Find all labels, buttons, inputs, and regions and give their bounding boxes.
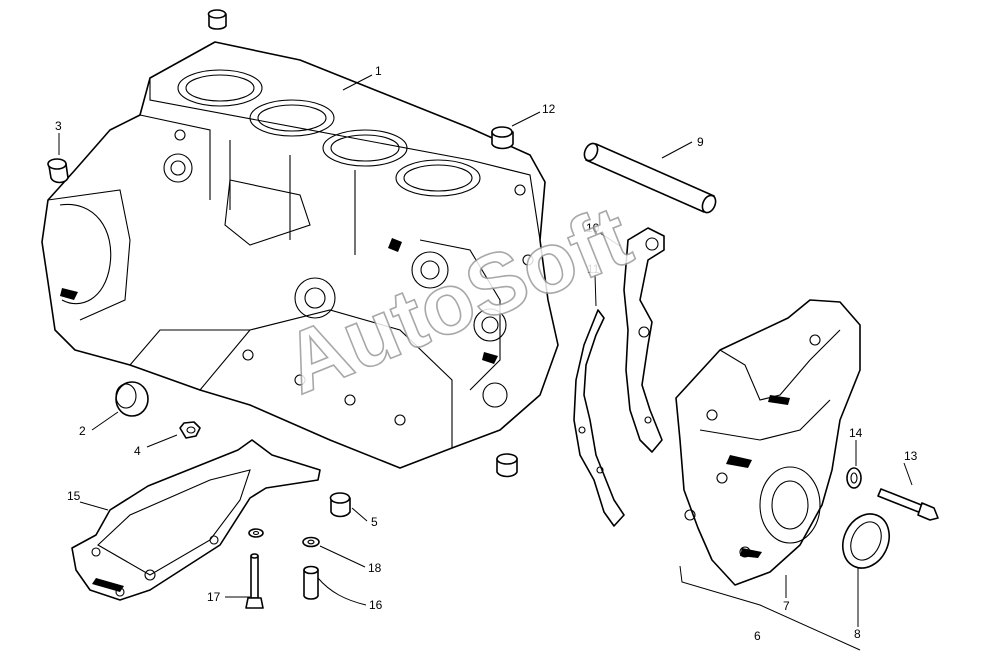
gasket-10 <box>623 227 665 453</box>
cover-plate <box>71 439 321 601</box>
callout-3: 3 <box>55 119 62 133</box>
callout-15: 15 <box>67 489 81 503</box>
callout-5: 5 <box>371 515 378 529</box>
callout-18: 18 <box>368 561 382 575</box>
tube <box>583 142 717 214</box>
callout-7: 7 <box>783 599 790 613</box>
washer-small <box>248 528 264 538</box>
callout-14: 14 <box>849 426 863 440</box>
callout-2: 2 <box>79 424 86 438</box>
leader-lines <box>58 74 913 651</box>
sleeve <box>496 453 518 478</box>
callout-13: 13 <box>904 449 918 463</box>
bolt <box>877 488 939 521</box>
small-fitting <box>179 421 201 439</box>
callout-4: 4 <box>134 444 141 458</box>
seal-ring <box>842 513 890 569</box>
callout-9: 9 <box>697 135 704 149</box>
washer-14 <box>846 467 862 489</box>
top-dowel <box>207 9 227 30</box>
bushing <box>329 492 351 518</box>
callout-1: 1 <box>375 64 382 78</box>
callout-10: 10 <box>586 221 600 235</box>
callout-8: 8 <box>854 627 861 641</box>
stud-bolt <box>245 553 264 609</box>
callout-16: 16 <box>369 598 383 612</box>
callout-11: 11 <box>587 262 600 276</box>
callout-12: 12 <box>542 102 556 116</box>
dowel-sleeve <box>491 126 514 150</box>
washer-18 <box>302 536 320 548</box>
gasket-11 <box>573 309 625 527</box>
block-plug-small <box>47 158 69 184</box>
cylinder-block <box>41 41 559 469</box>
block-plug-large <box>115 381 149 417</box>
callout-labels: 1 2 3 4 5 6 7 8 9 10 11 12 13 14 15 16 1… <box>55 64 918 643</box>
timing-cover <box>675 299 861 586</box>
callout-17: 17 <box>207 590 221 604</box>
pin <box>303 565 319 600</box>
callout-6: 6 <box>754 629 761 643</box>
